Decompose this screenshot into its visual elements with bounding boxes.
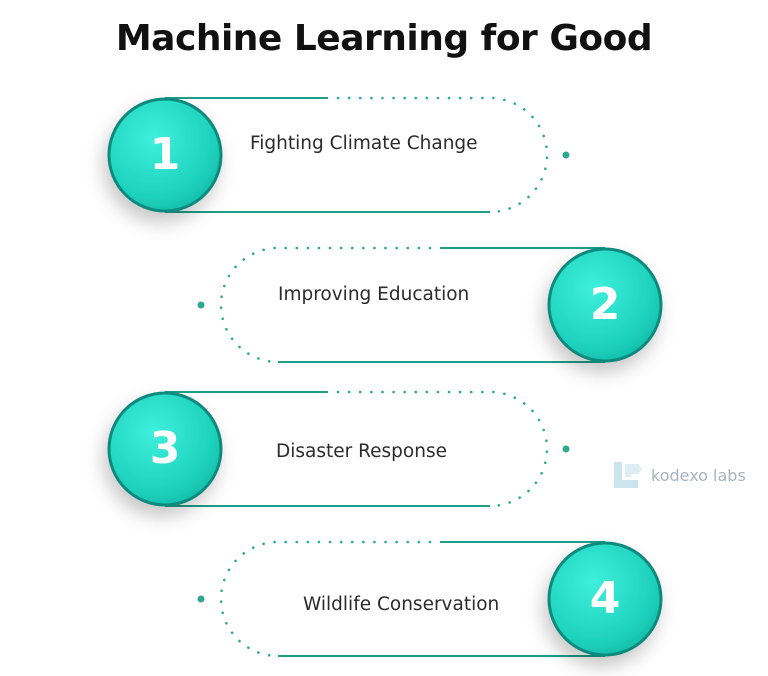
step-1-label: Fighting Climate Change xyxy=(250,133,478,154)
step-1-connector xyxy=(165,96,570,214)
step-4-badge xyxy=(547,541,663,657)
step-2-number: 2 xyxy=(589,279,621,330)
step-4-connector xyxy=(197,540,605,658)
kodexo-logo-icon xyxy=(614,462,642,488)
step-1-end-dot xyxy=(562,151,570,159)
step-2-connector xyxy=(197,246,605,364)
step-4-number: 4 xyxy=(589,573,621,624)
step-2-end-dot xyxy=(197,301,205,309)
step-3-label: Disaster Response xyxy=(276,441,447,462)
step-1-badge xyxy=(107,97,223,213)
step-3-badge xyxy=(107,391,223,507)
brand-name: kodexo labs xyxy=(651,465,746,485)
step-1-number: 1 xyxy=(149,129,181,180)
page-title: Machine Learning for Good xyxy=(115,18,653,59)
brand-watermark: kodexo labs xyxy=(611,460,746,490)
step-3-number: 3 xyxy=(149,423,181,474)
step-2-label: Improving Education xyxy=(278,284,470,305)
step-2-badge xyxy=(547,247,663,363)
step-3-end-dot xyxy=(562,445,570,453)
step-3-connector xyxy=(165,390,570,508)
step-4-label: Wildlife Conservation xyxy=(303,594,500,615)
step-4-end-dot xyxy=(197,595,205,603)
